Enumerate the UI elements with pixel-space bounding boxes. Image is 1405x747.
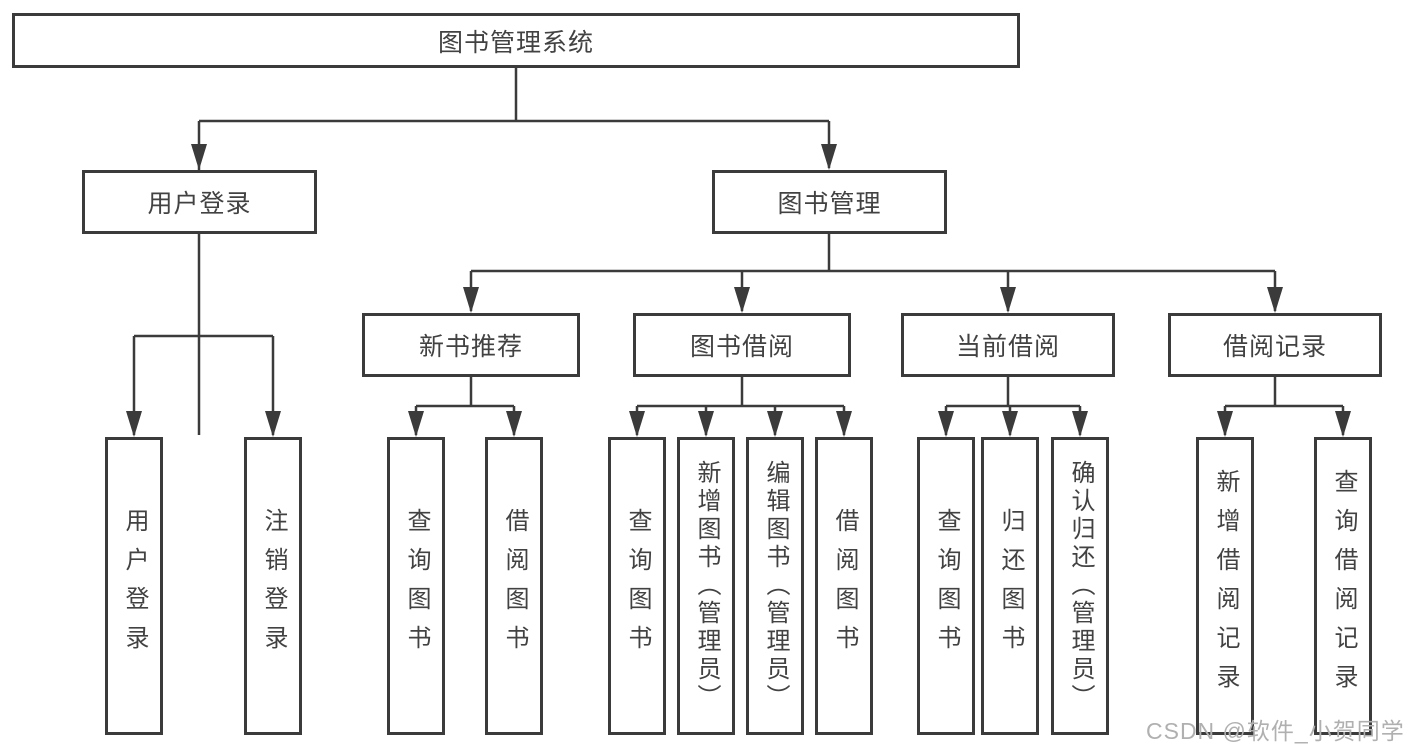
leaf-add-borrow-record-label: 新增借阅记录 bbox=[1212, 469, 1239, 703]
leaf-logout-label: 注销登录 bbox=[260, 508, 287, 664]
arrowheads bbox=[126, 144, 1351, 437]
arrowhead bbox=[821, 144, 837, 170]
arrowhead bbox=[767, 411, 783, 437]
arrowhead bbox=[408, 411, 424, 437]
node-book-borrowing-label: 图书借阅 bbox=[689, 333, 794, 361]
node-user-login-label: 用户登录 bbox=[147, 190, 252, 218]
csdn-watermark: CSDN @软件_小贺同学 bbox=[1146, 718, 1405, 744]
leaf-add-borrow-record: 新增借阅记录 bbox=[1196, 437, 1254, 735]
leaf-add-book-admin-label: 新增图书（管理员） bbox=[693, 460, 720, 712]
leaf-borrow-books-label: 借阅图书 bbox=[831, 508, 858, 664]
arrowhead bbox=[1267, 287, 1283, 313]
node-user-login: 用户登录 bbox=[82, 170, 317, 234]
leaf-edit-book-admin: 编辑图书（管理员） bbox=[746, 437, 804, 735]
node-root: 图书管理系统 bbox=[12, 13, 1020, 68]
leaf-user-login-label: 用户登录 bbox=[121, 508, 148, 664]
leaf-borrow-books-recommend-label: 借阅图书 bbox=[501, 508, 528, 664]
node-current-borrowing-label: 当前借阅 bbox=[955, 333, 1060, 361]
arrowhead bbox=[191, 144, 207, 170]
arrowhead bbox=[126, 411, 142, 437]
arrowhead bbox=[698, 411, 714, 437]
leaf-user-login: 用户登录 bbox=[105, 437, 163, 735]
arrowhead bbox=[938, 411, 954, 437]
node-book-borrowing: 图书借阅 bbox=[633, 313, 851, 377]
node-book-management: 图书管理 bbox=[712, 170, 947, 234]
node-root-label: 图书管理系统 bbox=[437, 28, 594, 57]
arrowhead bbox=[1072, 411, 1088, 437]
node-borrowing-records: 借阅记录 bbox=[1168, 313, 1382, 377]
leaf-edit-book-admin-label: 编辑图书（管理员） bbox=[762, 460, 789, 712]
node-book-management-label: 图书管理 bbox=[777, 190, 882, 218]
leaf-return-books-label: 归还图书 bbox=[997, 508, 1024, 664]
leaf-query-borrow-record-label: 查询借阅记录 bbox=[1330, 469, 1357, 703]
node-borrowing-records-label: 借阅记录 bbox=[1222, 333, 1327, 361]
leaf-borrow-books: 借阅图书 bbox=[815, 437, 873, 735]
leaf-query-books-borrowing: 查询图书 bbox=[608, 437, 666, 735]
arrowhead bbox=[1335, 411, 1351, 437]
leaf-query-books-borrowing-label: 查询图书 bbox=[624, 508, 651, 664]
leaf-query-books-recommend: 查询图书 bbox=[387, 437, 445, 735]
node-new-book-recommendation: 新书推荐 bbox=[362, 313, 580, 377]
arrowhead bbox=[1217, 411, 1233, 437]
arrowhead bbox=[629, 411, 645, 437]
leaf-confirm-return-admin: 确认归还（管理员） bbox=[1051, 437, 1109, 735]
leaf-logout: 注销登录 bbox=[244, 437, 302, 735]
leaf-query-books-current-label: 查询图书 bbox=[933, 508, 960, 664]
node-current-borrowing: 当前借阅 bbox=[901, 313, 1115, 377]
arrowhead bbox=[506, 411, 522, 437]
node-new-book-recommendation-label: 新书推荐 bbox=[418, 333, 523, 361]
leaf-query-books-recommend-label: 查询图书 bbox=[403, 508, 430, 664]
leaf-add-book-admin: 新增图书（管理员） bbox=[677, 437, 735, 735]
arrowhead bbox=[1000, 287, 1016, 313]
arrowhead bbox=[265, 411, 281, 437]
arrowhead bbox=[1002, 411, 1018, 437]
arrowhead bbox=[734, 287, 750, 313]
leaf-return-books: 归还图书 bbox=[981, 437, 1039, 735]
arrowhead bbox=[836, 411, 852, 437]
tree-connector-path bbox=[132, 68, 1345, 435]
leaf-query-books-current: 查询图书 bbox=[917, 437, 975, 735]
leaf-borrow-books-recommend: 借阅图书 bbox=[485, 437, 543, 735]
leaf-query-borrow-record: 查询借阅记录 bbox=[1314, 437, 1372, 735]
arrowhead bbox=[463, 287, 479, 313]
leaf-confirm-return-admin-label: 确认归还（管理员） bbox=[1067, 460, 1094, 712]
